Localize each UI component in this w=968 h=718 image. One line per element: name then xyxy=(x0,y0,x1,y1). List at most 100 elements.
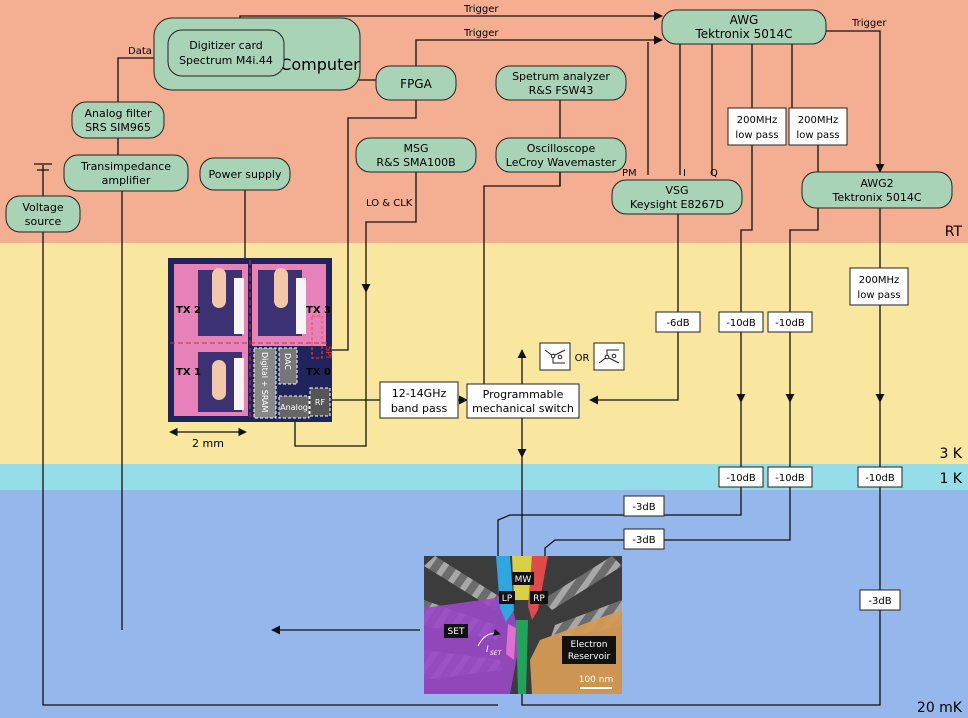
analog-filter-instrument: Analog filter SRS SIM965 xyxy=(71,101,165,139)
lowpass-1-line1: 200MHz xyxy=(737,115,777,126)
svg-text:-10dB: -10dB xyxy=(775,473,805,484)
bandpass-line2: band pass xyxy=(391,402,448,415)
lowpass-3-line1: 200MHz xyxy=(859,275,899,286)
wire-ground xyxy=(34,163,52,171)
pm-label: PM xyxy=(622,168,637,179)
lowpass-2-line2: low pass xyxy=(796,130,839,141)
spectrum-model: R&S FSW43 xyxy=(529,84,594,97)
attenuator-10db-3k-2: -10dB xyxy=(767,311,813,333)
digitizer-model: Spectrum M4i.44 xyxy=(179,54,273,67)
attenuator-10db-1k-3: -10dB xyxy=(857,466,903,488)
awg2-label: AWG2 xyxy=(860,177,893,190)
lowpass-2-line1: 200MHz xyxy=(798,115,838,126)
voltage-source-instrument: Voltage source xyxy=(5,195,81,233)
chip-digital-block xyxy=(253,347,277,419)
svg-text:-6dB: -6dB xyxy=(666,318,689,329)
switch-state-b-icon xyxy=(593,342,625,371)
wire-data xyxy=(117,53,169,102)
voltage-source-box xyxy=(5,195,81,233)
lo-clk-label: LO & CLK xyxy=(366,198,413,209)
vsg-instrument: VSG Keysight E8267D xyxy=(611,179,743,215)
chip-dac-block xyxy=(278,347,298,385)
lowpass-filter-1: 200MHz low pass xyxy=(727,107,787,146)
attenuator-10db-1k-2: -10dB xyxy=(767,466,813,488)
instruments: AWG Tektronix 5014C Computer Digitizer c… xyxy=(5,9,953,233)
device-current-arrow xyxy=(477,628,501,647)
computer-instrument: Computer Digitizer card Spectrum M4i.44 xyxy=(153,17,361,91)
bandpass-line1: 12-14GHz xyxy=(392,387,447,400)
awg-label: AWG xyxy=(730,13,759,27)
chip-rf-label: RF xyxy=(315,398,326,407)
analog-filter-model: SRS SIM965 xyxy=(85,121,151,134)
chip-analog-label: Analog xyxy=(280,403,308,412)
msg-label: MSG xyxy=(404,142,429,155)
wire-voltage-to-sample xyxy=(42,232,498,706)
device-center-gate xyxy=(516,620,528,694)
awg-box xyxy=(661,9,827,45)
switch-box xyxy=(466,383,580,419)
attenuator-3db-3: -3dB xyxy=(859,589,901,611)
device-lp-gate xyxy=(496,556,514,622)
svg-text:-10dB: -10dB xyxy=(726,318,756,329)
awg2-instrument: AWG2 Tektronix 5014C xyxy=(801,171,953,209)
awg2-box xyxy=(801,171,953,209)
spectrum-box xyxy=(495,65,627,101)
wire-trigger-awg2 xyxy=(826,30,885,173)
fpga-instrument: FPGA xyxy=(375,65,457,101)
chip-tx0-label: TX 0 xyxy=(306,367,331,378)
fpga-box xyxy=(375,65,457,101)
device-iset-label: I xyxy=(486,645,489,655)
switch-or-label: OR xyxy=(575,353,590,364)
device-mw-label: MW xyxy=(515,575,532,585)
chip-tx2-label: TX 2 xyxy=(176,305,201,316)
vsg-model: Keysight E8267D xyxy=(630,198,724,211)
attenuators: -6dB -10dB -10dB -10dB -10dB -10dB -3dB … xyxy=(623,311,903,611)
zone-label-rt: RT xyxy=(945,224,963,240)
device-reservoir-label-2: Reservoir xyxy=(568,652,611,662)
trigger-label-computer: Trigger xyxy=(463,4,499,15)
wire-msg-chip xyxy=(361,172,417,293)
attenuator-10db-3k-1: -10dB xyxy=(718,311,764,333)
oscilloscope-model: LeCroy Wavemaster xyxy=(506,156,617,169)
analog-filter-box xyxy=(71,101,165,139)
chip-structure-2 xyxy=(274,268,288,308)
switch-state-a-icon xyxy=(539,342,571,371)
device-set-label: SET xyxy=(448,627,465,637)
awg2-model: Tektronix 5014C xyxy=(831,191,921,204)
spectrum-analyzer-instrument: Spetrum analyzer R&S FSW43 xyxy=(495,65,627,101)
svg-text:-10dB: -10dB xyxy=(726,473,756,484)
attenuator-6db: -6dB xyxy=(655,311,701,333)
chip-rf-block xyxy=(309,387,331,417)
attenuator-3db-2: -3dB xyxy=(623,528,665,550)
device-scale-label: 100 nm xyxy=(579,675,614,685)
computer-label: Computer xyxy=(280,55,360,74)
transimpedance-instrument: Transimpedance amplifier xyxy=(63,154,189,192)
chip-structure-5 xyxy=(296,278,306,334)
chip-analog-block xyxy=(278,395,310,419)
awg-instrument: AWG Tektronix 5014C xyxy=(661,9,827,45)
transimpedance-box xyxy=(63,154,189,192)
chip-spi-block xyxy=(311,315,323,359)
svg-text:-10dB: -10dB xyxy=(775,318,805,329)
wire-trigger-fpga xyxy=(415,35,663,66)
lowpass-filter-2: 200MHz low pass xyxy=(788,107,848,146)
oscilloscope-label: Oscilloscope xyxy=(527,142,596,155)
zone-label-20mk: 20 mK xyxy=(917,700,963,716)
i-label: I xyxy=(683,168,686,179)
svg-text:-3dB: -3dB xyxy=(632,535,655,546)
power-supply-label: Power supply xyxy=(209,168,282,181)
svg-text:-3dB: -3dB xyxy=(868,596,891,607)
power-supply-instrument: Power supply xyxy=(199,157,291,191)
device-reservoir-label-1: Electron xyxy=(571,640,608,650)
zone-label-1k: 1 K xyxy=(939,471,962,487)
svg-text:-10dB: -10dB xyxy=(865,473,895,484)
wire-vsg-switch xyxy=(589,214,679,405)
wire-clk-chip xyxy=(294,292,367,447)
bandpass-filter: 12-14GHz band pass xyxy=(379,381,459,419)
vsg-box xyxy=(611,179,743,215)
awg-model: Tektronix 5014C xyxy=(694,27,792,41)
trigger-label-awg2: Trigger xyxy=(851,18,887,29)
chip-structure-1 xyxy=(212,268,226,308)
filters: 200MHz low pass 200MHz low pass 200MHz l… xyxy=(379,107,909,419)
